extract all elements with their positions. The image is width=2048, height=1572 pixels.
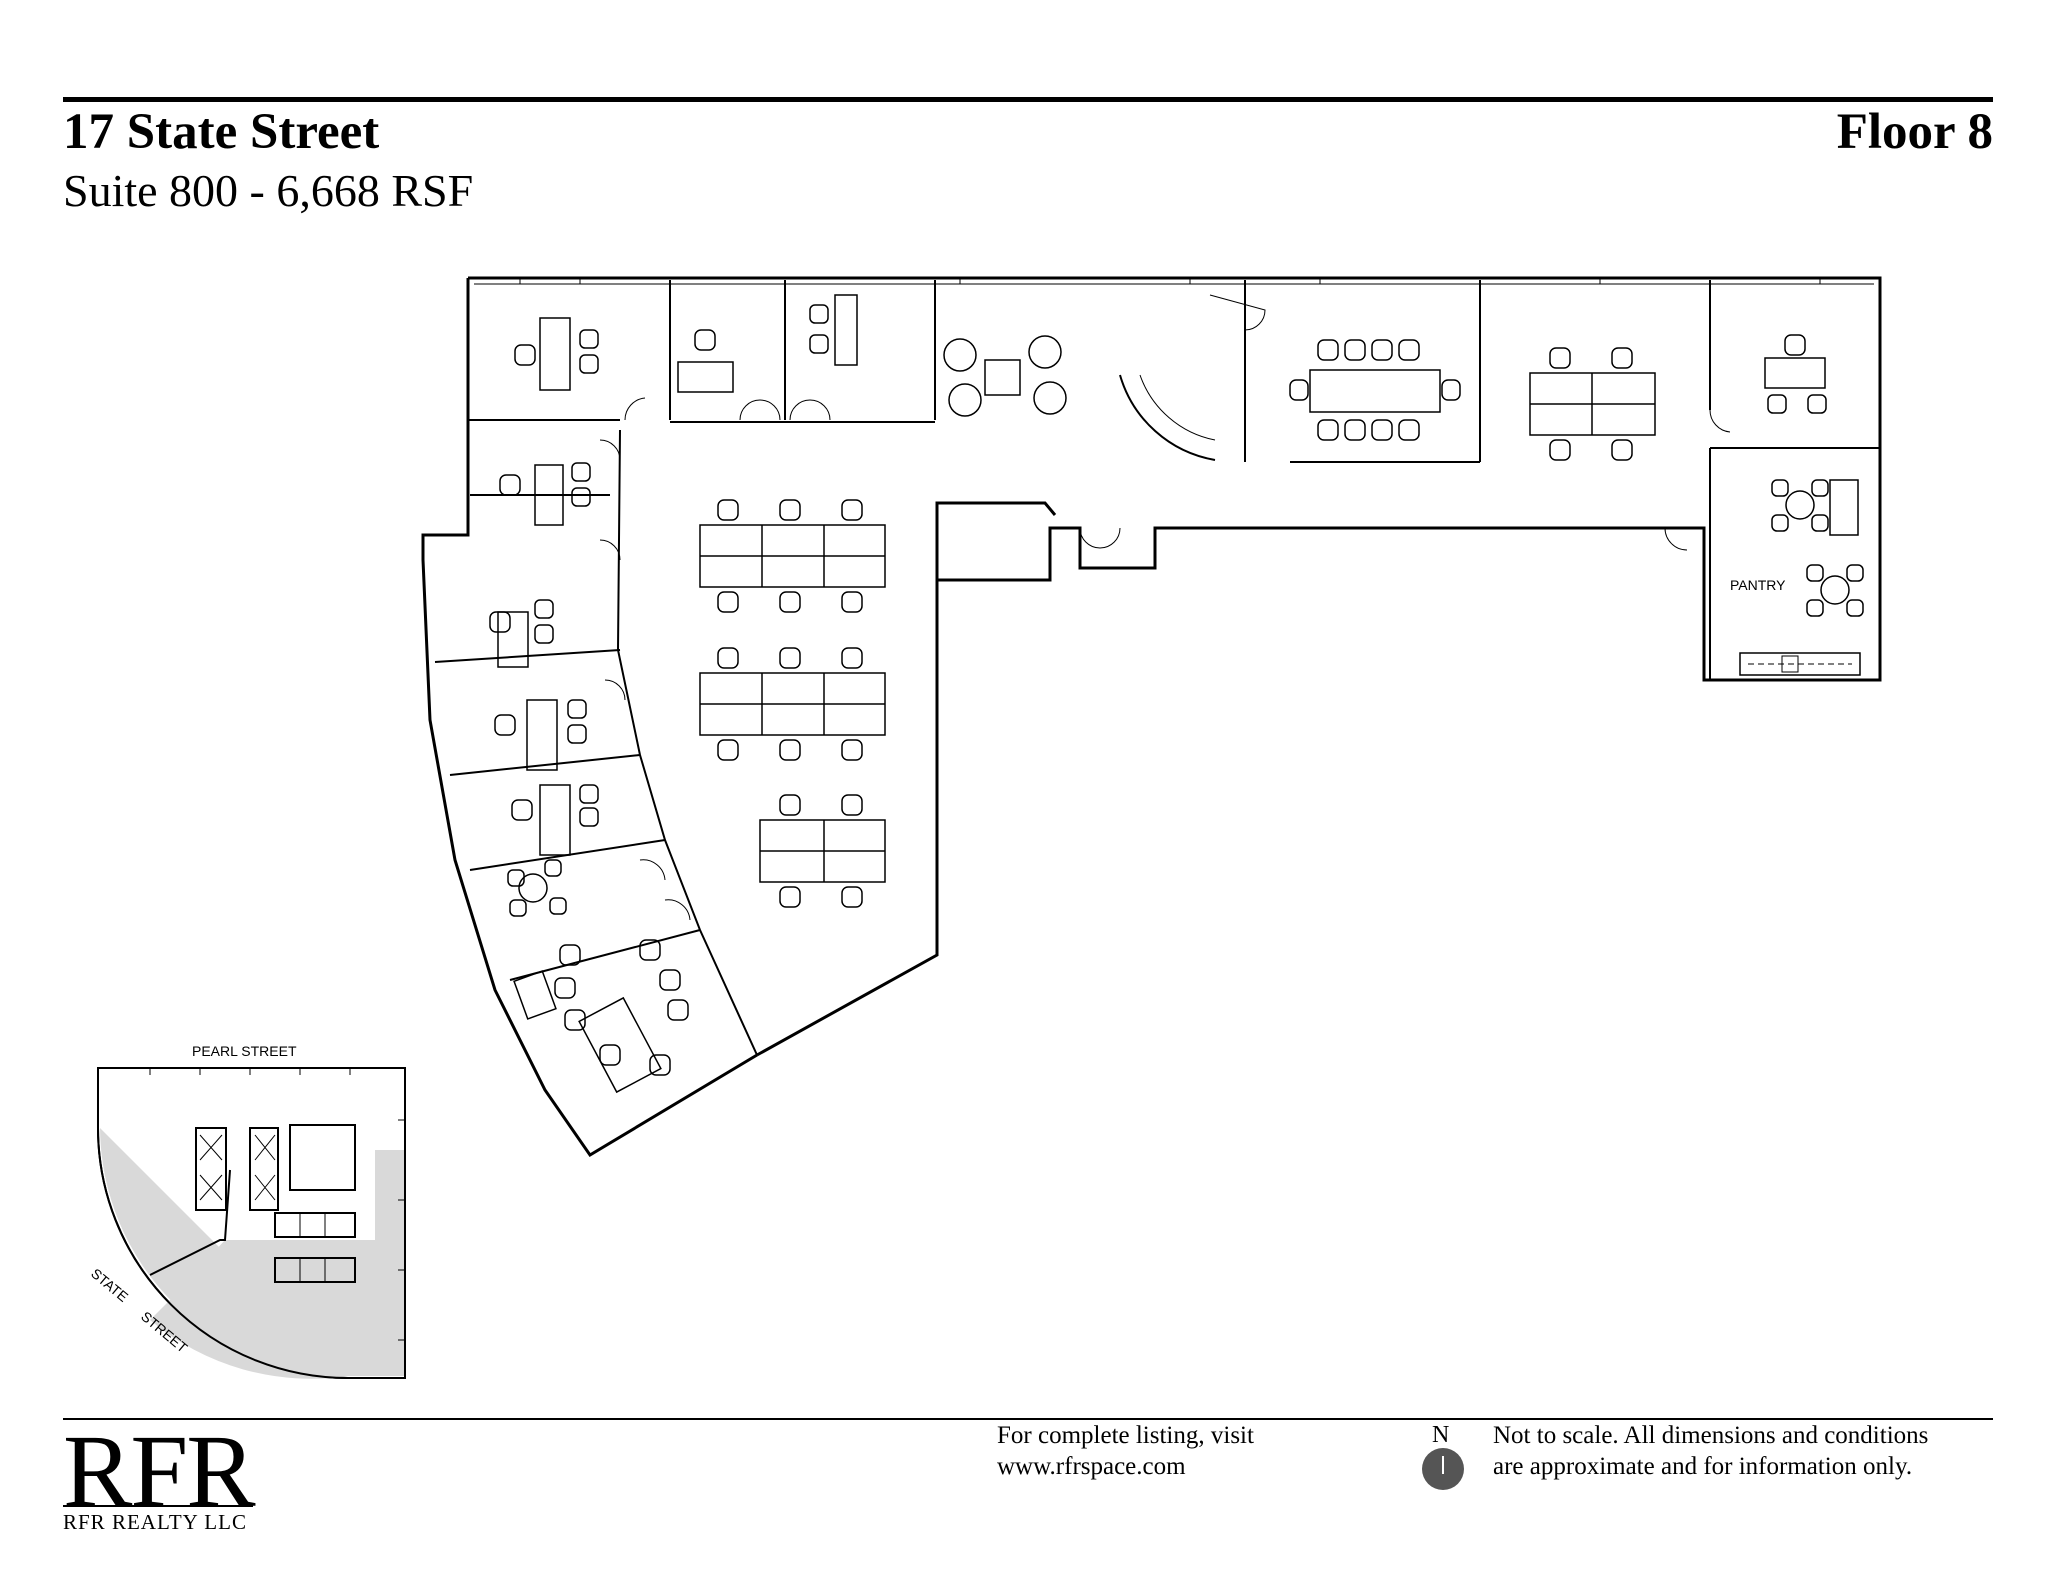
building-title: 17 State Street: [63, 104, 380, 160]
street-label-pearl: PEARL STREET: [192, 1043, 297, 1059]
listing-line-1: For complete listing, visit: [997, 1422, 1254, 1449]
floor-label: Floor 8: [1836, 104, 1993, 160]
top-row-rooms: [468, 278, 1880, 680]
pantry: [1739, 479, 1864, 676]
suite-subtitle: Suite 800 - 6,668 RSF: [63, 165, 474, 216]
footer-rule: [63, 1418, 1993, 1420]
workstations: [699, 372, 1656, 883]
street-label-state-1: STATE: [88, 1265, 131, 1305]
listing-url[interactable]: www.rfrspace.com: [997, 1453, 1186, 1481]
pantry-label: PANTRY: [1730, 577, 1786, 593]
office-desks: [497, 294, 1826, 856]
header-rule: [63, 97, 1993, 102]
company-name: RFR REALTY LLC: [63, 1510, 247, 1534]
logo-divider: [63, 1505, 253, 1507]
conference-room-southwest: [513, 939, 689, 1094]
key-plan: [97, 1067, 406, 1379]
north-needle-icon: [1442, 1456, 1444, 1474]
round-table-west: [507, 859, 567, 917]
disclaimer-line-1: Not to scale. All dimensions and conditi…: [1493, 1422, 1929, 1449]
suite-outline: [421, 276, 1882, 1158]
rfr-logo: RFR: [63, 1414, 256, 1529]
disclaimer-line-2: are approximate and for information only…: [1493, 1453, 1913, 1481]
conference-room-north: [1289, 339, 1461, 441]
north-label: N: [1432, 1422, 1450, 1448]
disclaimer: Not to scale. All dimensions and conditi…: [1493, 1420, 1928, 1483]
chairs: [489, 304, 1827, 908]
listing-info: For complete listing, visit www.rfrspace…: [997, 1420, 1254, 1483]
west-offices: [434, 429, 758, 1056]
